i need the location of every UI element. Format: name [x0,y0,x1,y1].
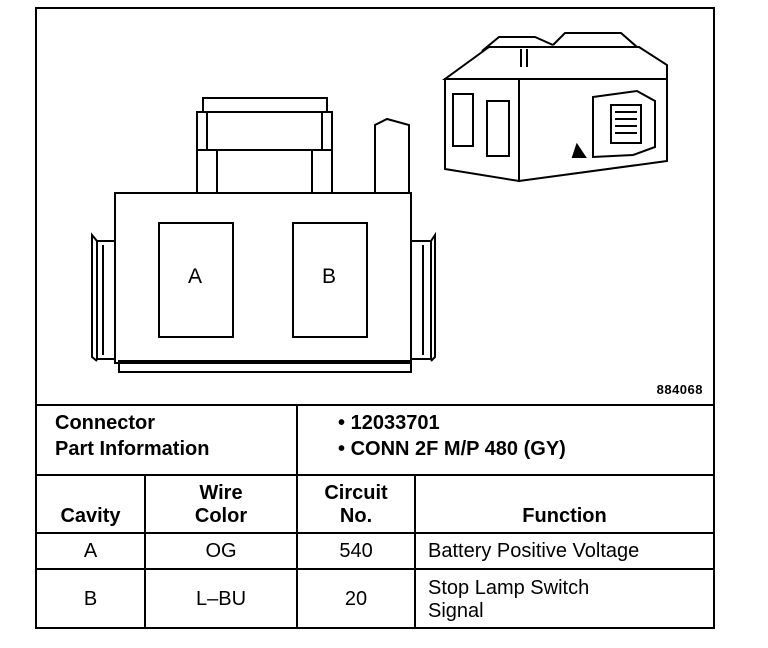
row-b-cavity: B [37,568,146,629]
row-b-function-line2: Signal [428,599,484,622]
cavity-a-window [158,222,234,338]
latch-top [202,97,328,113]
row-a-cavity: A [37,532,146,570]
table-row: A OG 540 Battery Positive Voltage [37,532,714,570]
row-a-function: Battery Positive Voltage [414,532,714,570]
connector-drawing: A B [37,9,717,404]
row-a-wire-color: OG [143,532,299,570]
table-row: B L–BU 20 Stop Lamp Switch Signal [37,568,714,629]
col-circuit: Circuit No. [296,474,417,534]
cavity-b-label: B [322,265,336,288]
latch-body [196,111,333,151]
part-number-text: 12033701 [350,412,440,434]
connector-face-view: A B [91,32,668,373]
connector-base [118,360,412,373]
row-b-function: Stop Lamp Switch Signal [414,568,714,629]
part-description-text: CONN 2F M/P 480 (GY) [350,438,566,460]
part-info-label: Connector Part Information [37,404,299,476]
col-circuit-line2: No. [339,505,373,527]
part-info-label-line2: Part Information [55,438,210,460]
part-info-row: Connector Part Information • 12033701 • … [37,404,714,476]
col-function: Function [414,474,714,534]
part-description: • CONN 2F M/P 480 (GY) [338,438,566,460]
col-cavity: Cavity [37,474,146,534]
col-wire-color: Wire Color [143,474,299,534]
connector-isometric-view [441,32,668,183]
part-number: • 12033701 [338,412,440,434]
cavity-b-window [292,222,368,338]
col-wire-color-line1: Wire [199,482,243,504]
part-info-label-line1: Connector [55,412,155,434]
col-wire-color-line2: Color [194,505,248,527]
latch-lower [216,149,313,194]
figure-number: 884068 [656,382,703,397]
row-b-wire-color: L–BU [143,568,299,629]
locator-tab [374,117,410,193]
col-circuit-line1: Circuit [324,482,388,504]
part-info-values: • 12033701 • CONN 2F M/P 480 (GY) [296,404,714,476]
row-b-circuit: 20 [296,568,417,629]
column-header-row: Cavity Wire Color Circuit No. Function [37,474,714,534]
row-b-function-line1: Stop Lamp Switch [428,576,590,599]
cavity-a-label: A [188,265,202,288]
connector-frame: A B [35,7,715,629]
row-a-circuit: 540 [296,532,417,570]
connector-table: Connector Part Information • 12033701 • … [37,404,714,629]
